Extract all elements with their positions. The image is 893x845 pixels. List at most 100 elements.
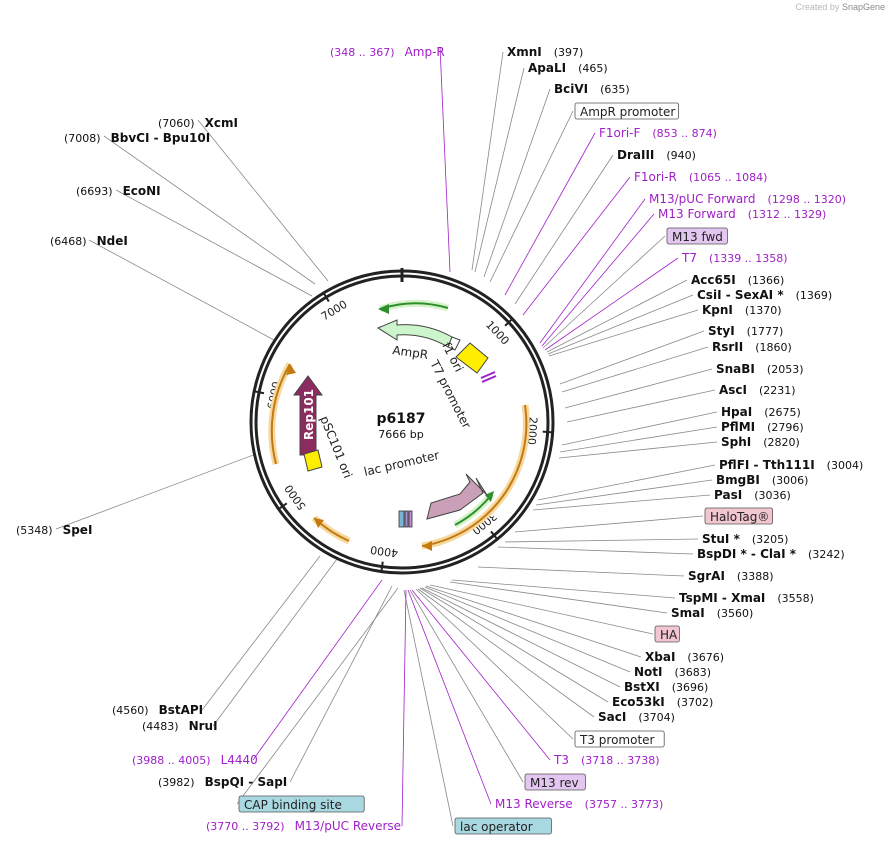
site-num-bstapi: (4560) bbox=[112, 704, 149, 717]
tick-mark-1000 bbox=[504, 318, 514, 327]
tick-label-5000: 5000 bbox=[282, 482, 309, 512]
leader-f1ori-f bbox=[504, 132, 596, 296]
site-num-m13-reverse: (3757 .. 3773) bbox=[585, 798, 664, 811]
feature-box-t3-promoter bbox=[574, 730, 665, 748]
site-num-bspdi-clai: (3242) bbox=[808, 548, 845, 561]
site-num-xcmi: (7060) bbox=[158, 117, 195, 130]
site-num-tspmi-xmai: (3558) bbox=[777, 592, 814, 605]
site-pflmi: PflMI(2796) bbox=[721, 420, 804, 434]
site-num-econi: (6693) bbox=[76, 185, 113, 198]
site-l4440: (3988 .. 4005)L4440 bbox=[132, 753, 258, 767]
site-m13-puc-forward: M13/pUC Forward(1298 .. 1320) bbox=[649, 192, 846, 206]
leader-halotag bbox=[514, 515, 704, 533]
leader-draiii bbox=[514, 154, 614, 305]
leader-cap-binding-site bbox=[236, 587, 399, 805]
site-num-bspqi-sapi: (3982) bbox=[158, 776, 195, 789]
site-num-draiii: (940) bbox=[666, 149, 696, 162]
site-name-amp-r: Amp-R bbox=[405, 45, 445, 59]
site-num-snabi: (2053) bbox=[767, 363, 804, 376]
feature-box-label-m13-rev: M13 rev bbox=[530, 776, 579, 790]
site-name-stui: StuI * bbox=[702, 532, 741, 546]
m13-rev-mark bbox=[404, 510, 409, 528]
site-name-nrui: NruI bbox=[189, 719, 218, 733]
leader-l4440 bbox=[252, 579, 383, 761]
halotag-orf-arrowhead bbox=[422, 541, 432, 551]
t3-promoter-mark bbox=[408, 510, 413, 528]
feature-box-cap-binding-site bbox=[238, 795, 365, 813]
ampr-orf-arrowhead bbox=[378, 304, 389, 314]
leader-xbai bbox=[425, 585, 642, 658]
leader-noti bbox=[424, 586, 631, 673]
tick-mark-2000 bbox=[542, 430, 553, 434]
leader-hpai bbox=[561, 411, 718, 446]
site-num-bbvci-bpu10i: (7008) bbox=[64, 132, 101, 145]
leader-m13-rev bbox=[409, 589, 524, 783]
leader-ampr-promoter bbox=[489, 110, 574, 283]
leader-xcmi bbox=[197, 119, 329, 282]
rep101-label: Rep101 bbox=[302, 389, 316, 440]
site-name-apali: ApaLI bbox=[528, 61, 566, 75]
site-num-stui: (3205) bbox=[752, 533, 789, 546]
site-num-bstxi: (3696) bbox=[672, 681, 709, 694]
site-bbvci-bpu10i: (7008)BbvCI - Bpu10I bbox=[64, 131, 210, 145]
leader-rsrii bbox=[561, 346, 709, 393]
site-name-asci: AscI bbox=[719, 383, 747, 397]
feature-box-m13-fwd bbox=[666, 227, 728, 245]
green-arc-lower-arrowhead bbox=[485, 491, 494, 502]
site-name-csii-sexai: CsiI - SexAI * bbox=[697, 288, 784, 302]
site-num-bcivi: (635) bbox=[600, 83, 630, 96]
leader-m13-forward bbox=[541, 213, 655, 347]
site-name-bstxi: BstXI bbox=[624, 680, 660, 694]
site-name-sphi: SphI bbox=[721, 435, 751, 449]
site-name-acc65i: Acc65I bbox=[691, 273, 736, 287]
orf-lower-arrowhead bbox=[314, 518, 324, 528]
leader-sgrai bbox=[477, 566, 685, 577]
site-name-pflfi-tth111i: PflFI - Tth111I bbox=[719, 458, 815, 472]
plasmid-size: 7666 bp bbox=[378, 428, 423, 441]
site-name-bstapi: BstAPI bbox=[159, 703, 204, 717]
site-pasi: PasI(3036) bbox=[714, 488, 791, 502]
site-name-saci: SacI bbox=[598, 710, 626, 724]
ampr-label: AmpR bbox=[392, 343, 429, 362]
site-name-t3: T3 bbox=[553, 753, 569, 767]
leader-m13-reverse bbox=[407, 589, 492, 805]
site-name-xcmi: XcmI bbox=[205, 116, 238, 130]
site-name-bspdi-clai: BspDI * - ClaI * bbox=[697, 547, 797, 561]
site-num-m13-forward: (1312 .. 1329) bbox=[748, 208, 827, 221]
site-eco53ki: Eco53kI(3702) bbox=[612, 695, 713, 709]
site-bcivi: BciVI(635) bbox=[554, 82, 630, 96]
leader-t7 bbox=[544, 257, 679, 351]
site-num-saci: (3704) bbox=[638, 711, 675, 724]
leader-pasi bbox=[532, 494, 711, 511]
tick-label-4000: 4000 bbox=[369, 543, 399, 560]
feature-box-lac-operator bbox=[454, 817, 552, 835]
site-num-m13-puc-reverse: (3770 .. 3792) bbox=[206, 820, 285, 833]
psc101-ori-label: pSC101 ori bbox=[317, 414, 355, 480]
site-xbai: XbaI(3676) bbox=[645, 650, 724, 664]
tick-label-7000: 7000 bbox=[319, 298, 350, 324]
leader-acc65i bbox=[546, 279, 688, 353]
lac-promoter-feature bbox=[426, 473, 488, 520]
site-num-pasi: (3036) bbox=[754, 489, 791, 502]
feature-box-label-ampr-promoter: AmpR promoter bbox=[580, 105, 675, 119]
site-amp-r: (348 .. 367)Amp-R bbox=[330, 45, 445, 59]
site-num-csii-sexai: (1369) bbox=[796, 289, 833, 302]
site-num-l4440: (3988 .. 4005) bbox=[132, 754, 211, 767]
leader-csii-sexai bbox=[547, 294, 694, 355]
site-apali: ApaLI(465) bbox=[528, 61, 608, 75]
site-num-f1ori-r: (1065 .. 1084) bbox=[689, 171, 768, 184]
feature-box-ha bbox=[654, 625, 680, 643]
site-t7: T7(1339 .. 1358) bbox=[681, 251, 788, 265]
site-asci: AscI(2231) bbox=[719, 383, 796, 397]
site-t3: T3(3718 .. 3738) bbox=[553, 753, 660, 767]
site-name-spei: SpeI bbox=[63, 523, 93, 537]
feature-box-halotag bbox=[704, 507, 773, 525]
lac-operator-mark bbox=[398, 510, 405, 528]
leader-tspmi-xmai bbox=[451, 579, 676, 599]
leader-apali bbox=[474, 67, 525, 273]
site-num-eco53ki: (3702) bbox=[677, 696, 714, 709]
site-num-pflfi-tth111i: (3004) bbox=[827, 459, 864, 472]
site-leader-lines bbox=[55, 46, 718, 827]
site-num-t7: (1339 .. 1358) bbox=[709, 252, 788, 265]
